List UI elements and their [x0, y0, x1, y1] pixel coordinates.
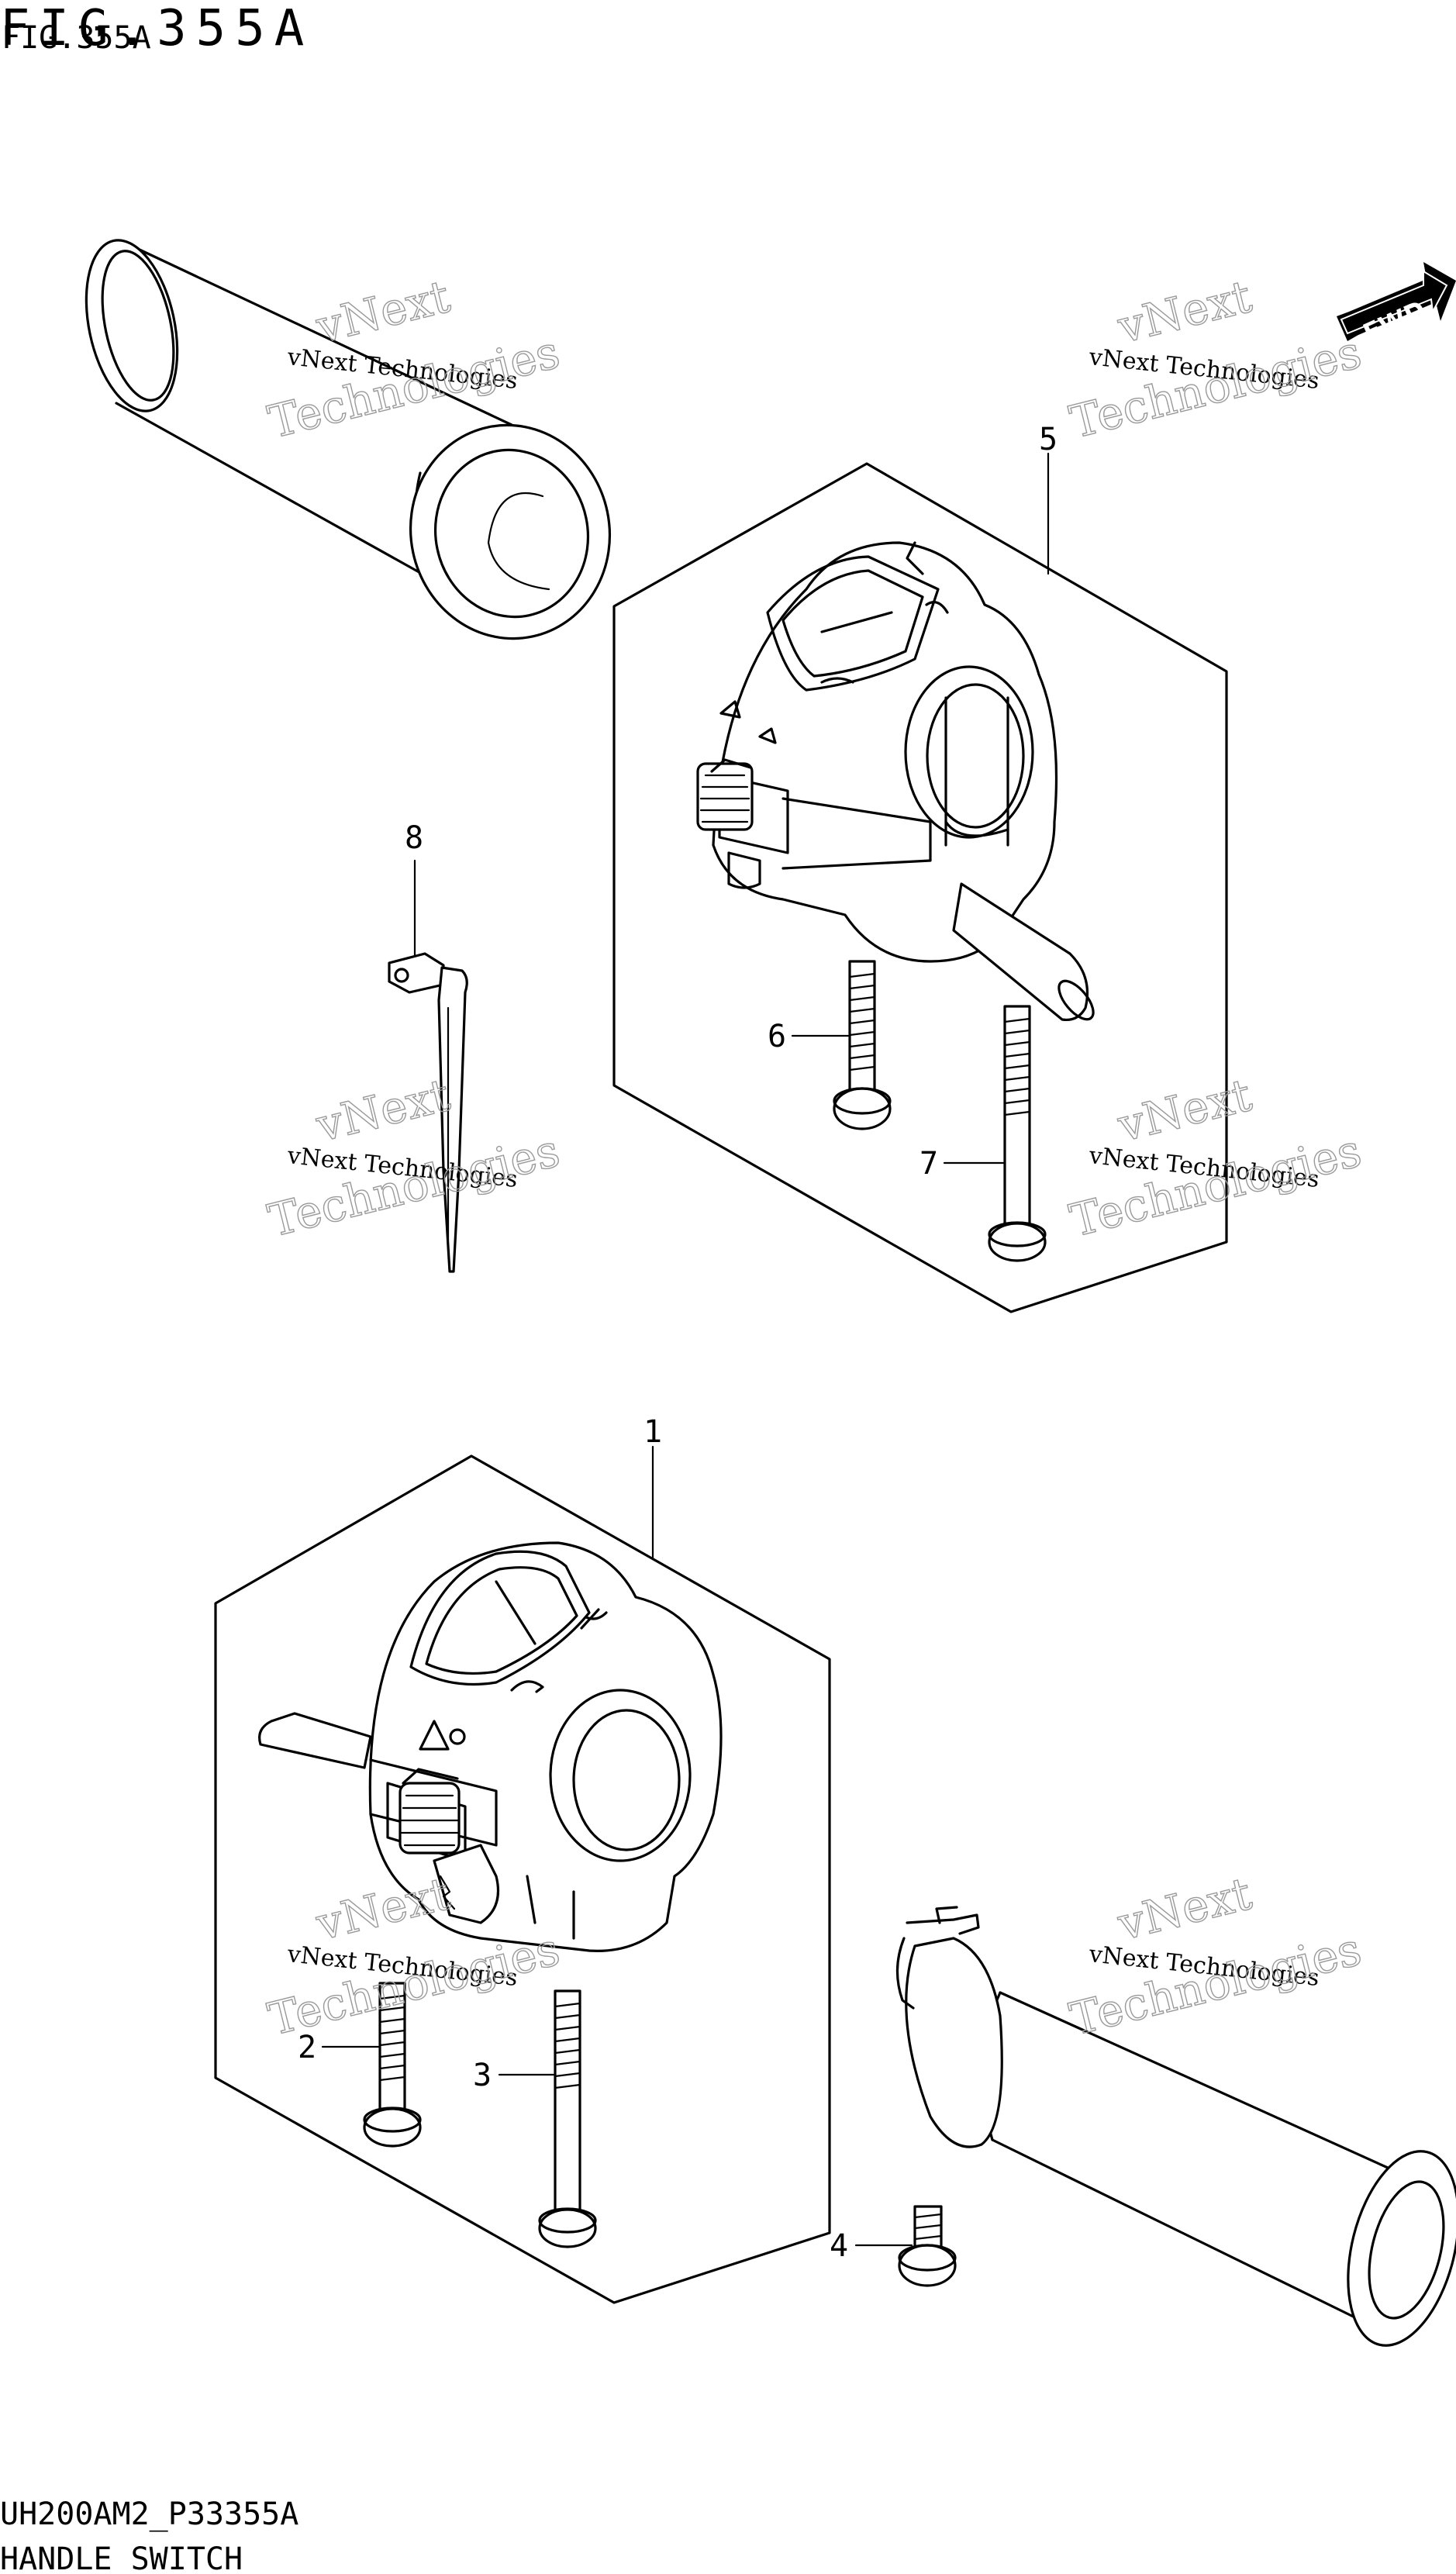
svg-text:vNext: vNext [311, 1867, 455, 1951]
right-grip [895, 1906, 1456, 2347]
svg-text:Technologies: Technologies [263, 1923, 564, 2046]
right-handle-switch [696, 541, 1095, 1022]
watermark: vNext vNext Technologies Technologies [1064, 1068, 1367, 1247]
svg-text:Technologies: Technologies [1064, 1923, 1366, 2046]
svg-text:vNext: vNext [311, 1068, 455, 1152]
watermark: vNext vNext Technologies Technologies [1064, 269, 1367, 449]
callout-3: 3 [473, 2058, 492, 2093]
callout-2: 2 [298, 2030, 316, 2065]
watermark: vNext vNext Technologies Technologies [263, 269, 565, 449]
svg-text:vNext: vNext [1113, 270, 1257, 354]
left-switch-assembly-box [214, 1454, 831, 2304]
fwd-arrow-icon: FWD [1337, 262, 1456, 348]
right-switch-assembly-box [612, 462, 1228, 1313]
screw-3 [538, 1989, 597, 2248]
footer-name: HANDLE SWITCH [0, 2541, 243, 2574]
screw-4 [898, 2205, 957, 2287]
callout-6: 6 [768, 1019, 786, 1054]
svg-text:Technologies: Technologies [263, 1124, 564, 1247]
callout-1: 1 [643, 1414, 662, 1450]
left-handle-switch [258, 1541, 723, 1952]
watermark: vNext vNext Technologies Technologies [1064, 1866, 1367, 2046]
callout-8: 8 [405, 820, 423, 856]
left-grip [85, 239, 612, 640]
cable-tie-8 [388, 859, 468, 1273]
svg-text:Technologies: Technologies [1064, 326, 1366, 449]
callout-4: 4 [830, 2228, 848, 2264]
watermark: vNext vNext Technologies Technologies [263, 1068, 565, 1247]
screw-2 [363, 1982, 422, 2148]
figure-title-overlay: FIG.355A [2, 20, 151, 56]
screw-6 [833, 960, 892, 1130]
screw-7 [988, 1005, 1047, 1262]
callout-7: 7 [919, 1146, 938, 1182]
svg-text:Technologies: Technologies [1064, 1124, 1366, 1247]
svg-text:vNext: vNext [311, 270, 455, 354]
callout-5: 5 [1039, 422, 1057, 457]
svg-text:vNext: vNext [1113, 1068, 1257, 1152]
footer-code: UH200AM2_P33355A [0, 2496, 298, 2532]
figure-title: FIG.355A [0, 0, 313, 57]
svg-text:vNext: vNext [1113, 1867, 1257, 1951]
